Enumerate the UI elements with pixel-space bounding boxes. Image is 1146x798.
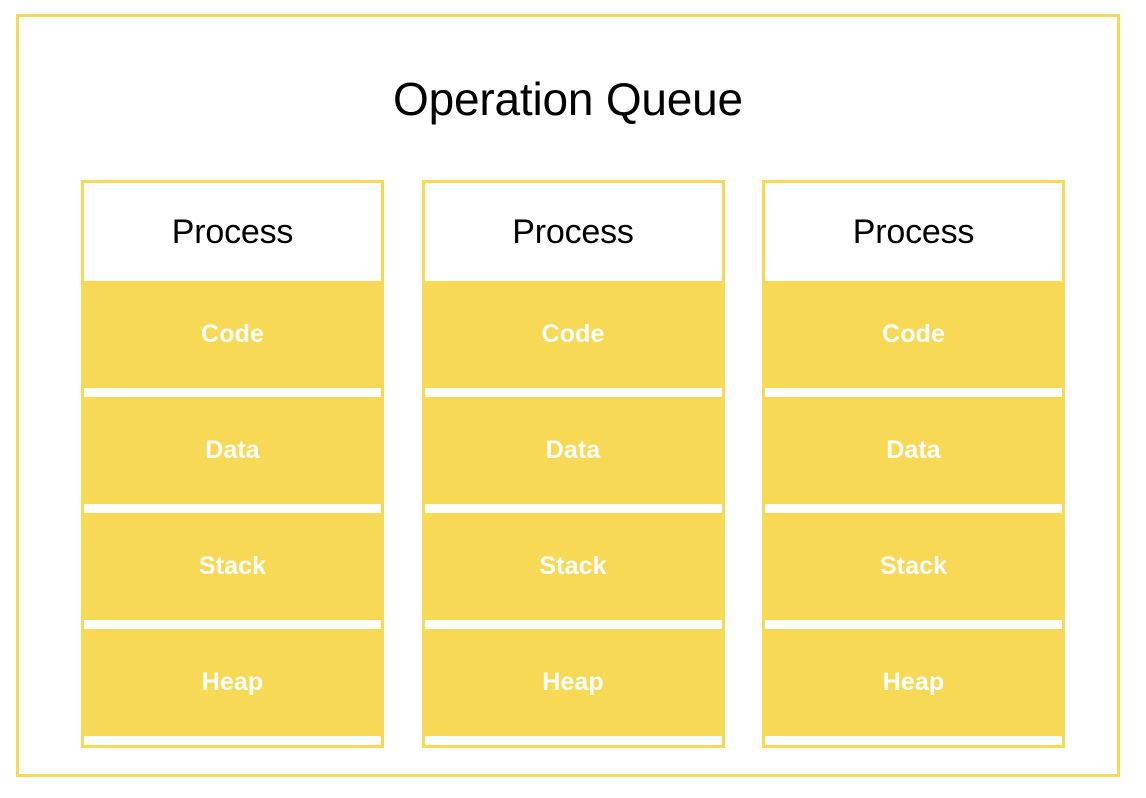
diagram-title: Operation Queue bbox=[393, 73, 743, 125]
segment-divider bbox=[765, 620, 1062, 629]
segment-divider bbox=[424, 388, 722, 397]
process-card-1-segment-stack: Code Data Stack Heap bbox=[84, 281, 381, 745]
process-card-2-header: Process bbox=[424, 183, 722, 281]
process-card-3[interactable]: Process Code Data Stack Heap bbox=[762, 180, 1065, 748]
process-card-2-segment-code[interactable]: Code bbox=[424, 281, 722, 388]
process-card-1-segment-heap[interactable]: Heap bbox=[84, 629, 381, 736]
process-card-2-segment-stack[interactable]: Stack bbox=[424, 513, 722, 620]
process-card-3-segment-stack: Code Data Stack Heap bbox=[765, 281, 1062, 745]
segment-divider bbox=[765, 504, 1062, 513]
process-card-2-segment-data[interactable]: Data bbox=[424, 397, 722, 504]
process-card-3-header: Process bbox=[765, 183, 1062, 281]
process-card-3-segment-data[interactable]: Data bbox=[765, 397, 1062, 504]
segment-divider bbox=[84, 388, 381, 397]
process-card-1-segment-stack[interactable]: Stack bbox=[84, 513, 381, 620]
process-column-row: Process Code Data Stack Heap Process Cod… bbox=[81, 180, 1065, 748]
segment-divider bbox=[424, 620, 722, 629]
process-card-2-segment-heap[interactable]: Heap bbox=[424, 629, 722, 736]
segment-divider bbox=[765, 388, 1062, 397]
segment-divider bbox=[424, 504, 722, 513]
process-card-1-segment-code[interactable]: Code bbox=[84, 281, 381, 388]
diagram-frame: Operation Queue Process Code Data Stack … bbox=[16, 14, 1120, 777]
segment-divider bbox=[424, 736, 722, 745]
process-card-1-header: Process bbox=[84, 183, 381, 281]
process-card-3-segment-code[interactable]: Code bbox=[765, 281, 1062, 388]
process-card-1-segment-data[interactable]: Data bbox=[84, 397, 381, 504]
process-card-3-segment-heap[interactable]: Heap bbox=[765, 629, 1062, 736]
process-card-2[interactable]: Process Code Data Stack Heap bbox=[421, 180, 725, 748]
process-card-2-segment-stack: Code Data Stack Heap bbox=[424, 281, 722, 745]
process-card-3-segment-stack[interactable]: Stack bbox=[765, 513, 1062, 620]
segment-divider bbox=[84, 736, 381, 745]
process-card-1[interactable]: Process Code Data Stack Heap bbox=[81, 180, 384, 748]
segment-divider bbox=[84, 504, 381, 513]
segment-divider bbox=[84, 620, 381, 629]
segment-divider bbox=[765, 736, 1062, 745]
